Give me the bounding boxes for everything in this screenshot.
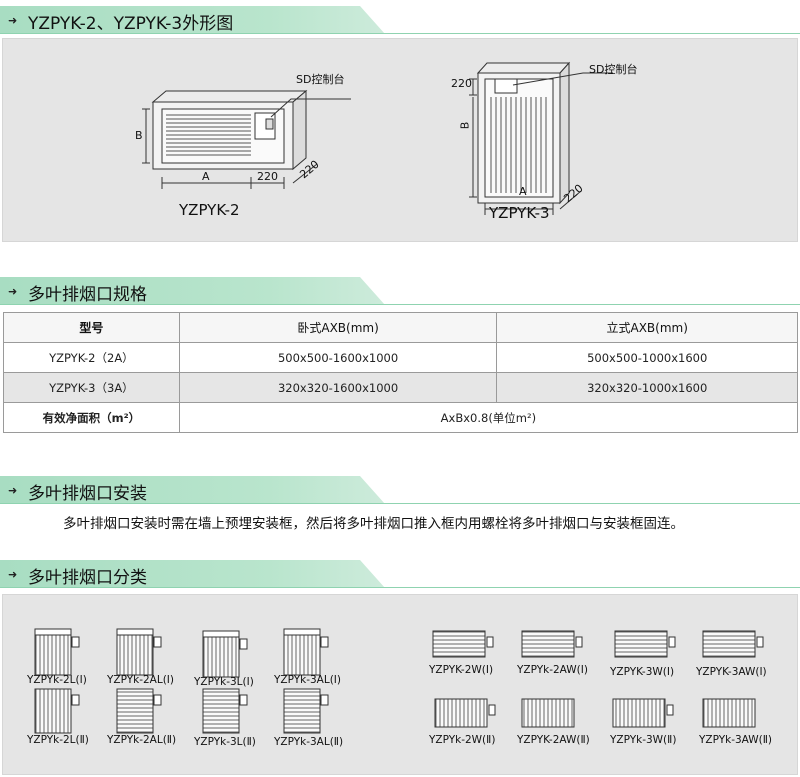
section-title: 多叶排烟口规格 xyxy=(28,285,147,305)
sd-label-right: SD控制台 xyxy=(589,63,638,76)
spec-table: 型号 卧式AXB(mm) 立式AXB(mm) YZPYK-2（2A） 500x5… xyxy=(3,312,799,433)
section-header-outline: ➜ YZPYK-2、YZPYK-3外形图 xyxy=(0,6,800,34)
outline-drawings xyxy=(142,61,613,215)
type-label: YZPYk-2AW(Ⅰ) xyxy=(517,664,588,676)
type-label: YZPYK-3W(Ⅰ) xyxy=(610,666,675,678)
type-label: YZPYk-3AL(Ⅰ) xyxy=(274,674,341,686)
dim-b-left: B xyxy=(135,129,143,142)
type-label: YZPYk-3AW(Ⅱ) xyxy=(699,734,773,746)
types-panel: YZPYk-2L(Ⅰ) YZPYk-2AL(Ⅰ) YZPYk-3L(Ⅰ) YZP… xyxy=(2,594,798,775)
cell-vertical: 320x320-1000x1600 xyxy=(496,372,798,403)
type-label: YZPYK-2W(Ⅰ) xyxy=(429,664,494,676)
type-label: YZPYk-2W(Ⅱ) xyxy=(429,734,496,746)
cell-vertical: 500x500-1000x1600 xyxy=(496,342,798,373)
bullet-arrow-icon: ➜ xyxy=(8,285,18,298)
horizontal-units-row2 xyxy=(434,698,756,728)
caption-yzpyk2: YZPYK-2 xyxy=(179,201,240,219)
yzpyk2-drawing xyxy=(142,89,351,189)
header-band xyxy=(0,560,385,588)
type-label: YZPYk-2AL(Ⅱ) xyxy=(107,734,177,746)
table-row: 有效净面积（m²） AxBx0.8(单位m²) xyxy=(3,402,799,433)
type-label: YZPYK-3AW(Ⅰ) xyxy=(696,666,767,678)
sd-label-left: SD控制台 xyxy=(296,73,345,86)
section-header-specs: ➜ 多叶排烟口规格 xyxy=(0,277,800,305)
cell-area-value: AxBx0.8(单位m²) xyxy=(178,402,799,433)
types-drawings xyxy=(34,628,764,734)
dim-a-left: A xyxy=(202,170,210,183)
vertical-units-row1 xyxy=(34,628,329,678)
header-horizontal: 卧式AXB(mm) xyxy=(178,312,498,343)
type-label: YZPYK-2AW(Ⅱ) xyxy=(517,734,590,746)
section-title: 多叶排烟口分类 xyxy=(28,568,147,588)
section-header-install: ➜ 多叶排烟口安装 xyxy=(0,476,800,504)
type-label: YZPYk-3L(Ⅱ) xyxy=(194,736,256,748)
header-band xyxy=(0,6,385,34)
section-title: 多叶排烟口安装 xyxy=(28,484,147,504)
table-header-row: 型号 卧式AXB(mm) 立式AXB(mm) xyxy=(3,312,798,343)
type-label: YZPYk-2L(Ⅱ) xyxy=(27,734,89,746)
table-row: YZPYK-3（3A） 320x320-1600x1000 320x320-10… xyxy=(3,372,798,403)
cell-horizontal: 320x320-1600x1000 xyxy=(178,372,498,403)
caption-yzpyk3: YZPYK-3 xyxy=(489,204,550,222)
header-band xyxy=(0,277,385,305)
header-band xyxy=(0,476,385,504)
yzpyk3-drawing xyxy=(469,61,613,215)
bullet-arrow-icon: ➜ xyxy=(8,484,18,497)
header-rule xyxy=(0,304,800,305)
horizontal-units-row1 xyxy=(432,630,764,658)
type-label: YZPYk-3W(Ⅱ) xyxy=(610,734,677,746)
table-row: YZPYK-2（2A） 500x500-1600x1000 500x500-10… xyxy=(3,342,798,373)
header-rule xyxy=(0,503,800,504)
cell-area-label: 有效净面积（m²） xyxy=(3,402,180,433)
cell-model: YZPYK-3（3A） xyxy=(3,372,180,403)
cell-horizontal: 500x500-1600x1000 xyxy=(178,342,498,373)
install-paragraph: 多叶排烟口安装时需在墙上预埋安装框，然后将多叶排烟口推入框内用螺栓将多叶排烟口与… xyxy=(63,516,684,532)
section-title: YZPYK-2、YZPYK-3外形图 xyxy=(28,14,234,34)
type-label: YZPYk-2L(Ⅰ) xyxy=(27,674,87,686)
header-vertical: 立式AXB(mm) xyxy=(496,312,798,343)
dim-a-right: A xyxy=(519,185,527,198)
type-label: YZPYk-3L(Ⅰ) xyxy=(194,676,254,688)
header-model: 型号 xyxy=(3,312,180,343)
header-rule xyxy=(0,33,800,34)
bullet-arrow-icon: ➜ xyxy=(8,14,18,27)
type-label: YZPYk-2AL(Ⅰ) xyxy=(107,674,174,686)
type-label: YZPYk-3AL(Ⅱ) xyxy=(274,736,344,748)
bullet-arrow-icon: ➜ xyxy=(8,568,18,581)
dim-220-left-a: 220 xyxy=(257,170,278,183)
dim-b-right: B xyxy=(458,121,472,130)
vertical-units-row2 xyxy=(34,688,329,734)
dim-220-right-top: 220 xyxy=(451,77,472,90)
section-header-types: ➜ 多叶排烟口分类 xyxy=(0,560,800,588)
cell-model: YZPYK-2（2A） xyxy=(3,342,180,373)
outline-panel: SD控制台 B A 220 220 YZPYK-2 SD控制台 220 B A … xyxy=(2,38,798,242)
header-rule xyxy=(0,587,800,588)
